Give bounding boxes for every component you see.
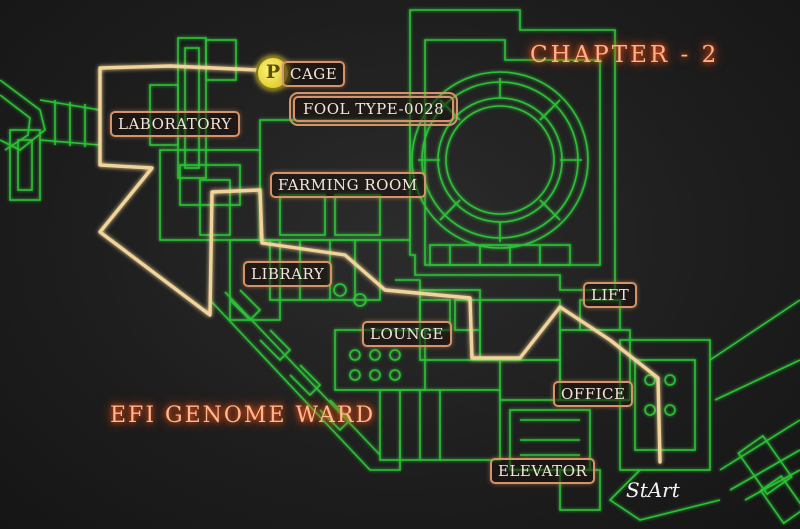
- location-elevator[interactable]: ELEVATOR: [490, 458, 596, 484]
- start-label: StArt: [626, 478, 680, 502]
- location-lounge[interactable]: LOUNGE: [362, 321, 452, 347]
- location-cage[interactable]: CAGE: [282, 61, 346, 87]
- route-path: [98, 64, 662, 464]
- location-office[interactable]: OFFICE: [553, 381, 634, 407]
- location-library[interactable]: LIBRARY: [243, 261, 333, 287]
- location-laboratory[interactable]: LABORATORY: [110, 111, 240, 137]
- location-fool-type[interactable]: FOOL TYPE-0028: [288, 92, 459, 126]
- location-lift[interactable]: LIFT: [583, 282, 638, 308]
- chapter-title: CHAPTER - 2: [530, 42, 720, 68]
- location-farming-room[interactable]: FARMING ROOM: [270, 172, 426, 198]
- blueprint-walls: [0, 9, 800, 525]
- area-name: EFI GENOME WARD: [110, 403, 376, 428]
